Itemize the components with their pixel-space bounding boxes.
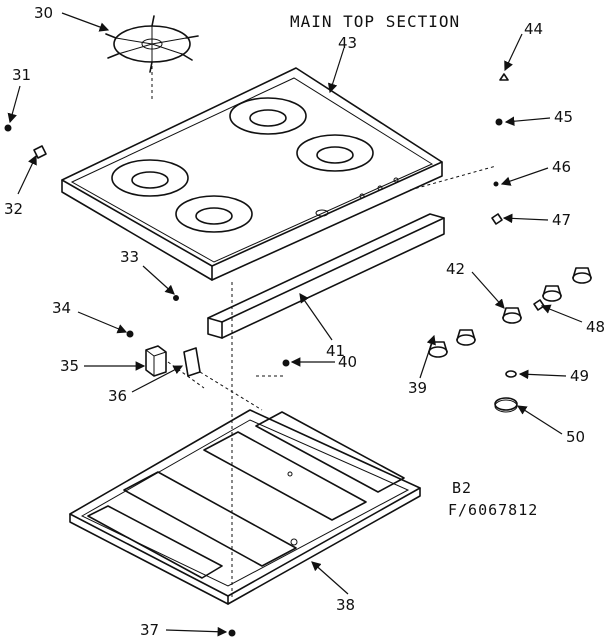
knob-part-42 — [502, 307, 522, 324]
label-part-32: 32 — [4, 200, 23, 218]
screw-part-37 — [228, 629, 236, 637]
label-part-31: 31 — [12, 66, 31, 84]
label-part-45: 45 — [554, 108, 573, 126]
screw-part-33 — [173, 295, 179, 301]
label-part-50: 50 — [566, 428, 585, 446]
clip-part-47 — [491, 213, 503, 225]
diagram-code: B2 — [452, 479, 472, 497]
label-part-34: 34 — [52, 299, 71, 317]
label-part-37: 37 — [140, 621, 159, 639]
label-part-40: 40 — [338, 353, 357, 371]
label-part-49: 49 — [570, 367, 589, 385]
front-trim-part — [207, 213, 445, 339]
label-part-46: 46 — [552, 158, 571, 176]
burner-box-part — [69, 409, 421, 605]
screw-part-31 — [4, 124, 12, 132]
knob-part-39b — [456, 329, 476, 346]
knob-part-48b — [572, 267, 592, 284]
label-part-42: 42 — [446, 260, 465, 278]
label-part-36: 36 — [108, 387, 127, 405]
screw-part-46 — [493, 181, 499, 187]
label-part-38: 38 — [336, 596, 355, 614]
label-part-48: 48 — [586, 318, 605, 336]
label-part-33: 33 — [120, 248, 139, 266]
label-part-44: 44 — [524, 20, 543, 38]
figure-number: F/6067812 — [448, 501, 538, 519]
screw-part-44 — [499, 73, 509, 81]
label-part-35: 35 — [60, 357, 79, 375]
cooktop-part — [61, 67, 443, 281]
label-part-30: 30 — [34, 4, 53, 22]
burner-grate-part — [105, 15, 199, 73]
screw-part-45 — [495, 118, 503, 126]
knob-part-48a — [542, 285, 562, 302]
washer-part-49 — [505, 370, 517, 378]
screw-part-40 — [282, 359, 290, 367]
label-part-43: 43 — [338, 34, 357, 52]
clip-part-48 — [533, 299, 545, 311]
bezel-part-50 — [494, 397, 518, 413]
screw-part-34 — [126, 330, 134, 338]
label-part-39: 39 — [408, 379, 427, 397]
label-part-41: 41 — [326, 342, 345, 360]
label-part-47: 47 — [552, 211, 571, 229]
diagram-title: MAIN TOP SECTION — [290, 12, 460, 31]
ignitor-part-35 — [145, 345, 167, 377]
bracket-part-36 — [183, 347, 201, 377]
